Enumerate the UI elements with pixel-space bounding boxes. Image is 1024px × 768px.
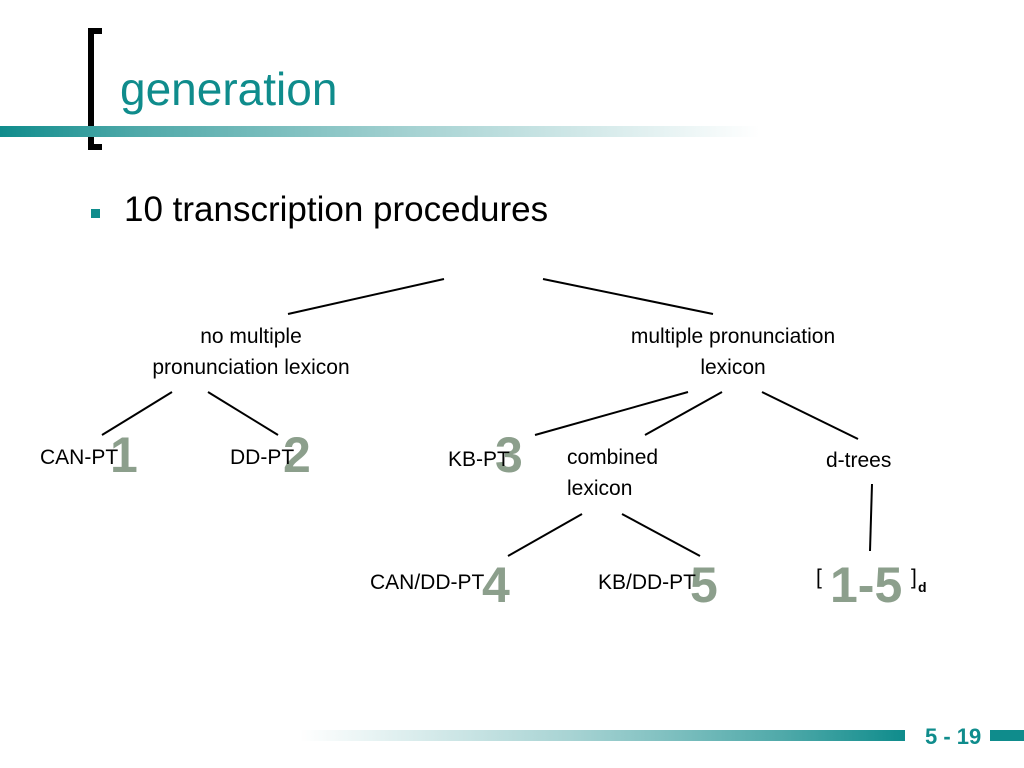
- page-number: 5 - 19: [925, 724, 982, 749]
- slide-title: generation: [120, 63, 338, 115]
- title-bracket: [88, 28, 102, 150]
- bullet-marker: [91, 209, 100, 218]
- number-1-5: 1-5: [830, 557, 903, 613]
- node-no-multiple-line2: pronunciation lexicon: [152, 356, 350, 379]
- node-d-trees: d-trees: [826, 449, 892, 472]
- range-open-bracket: [: [816, 566, 822, 589]
- number-3: 3: [495, 427, 523, 483]
- range-subscript: d: [918, 579, 927, 595]
- edge-combined-candd: [507, 513, 583, 557]
- edge-root-right: [542, 278, 714, 315]
- node-kb-pt: KB-PT: [448, 448, 510, 471]
- node-multiple-lexicon: multiple pronunciation lexicon: [607, 321, 859, 383]
- edge-multi-dtrees: [761, 391, 859, 440]
- node-multiple-line1: multiple pronunciation: [630, 325, 836, 348]
- bullet-text: 10 transcription procedures: [124, 190, 549, 229]
- title-rule: [0, 126, 760, 137]
- edge-root-left: [287, 278, 445, 315]
- node-kb-dd-pt: KB/DD-PT: [598, 571, 697, 594]
- edge-multi-combined: [644, 391, 723, 436]
- node-dd-pt: DD-PT: [230, 446, 295, 469]
- node-no-multiple-line1: no multiple: [200, 325, 302, 348]
- node-combined-lexicon: combined lexicon: [567, 442, 658, 504]
- number-5: 5: [690, 557, 718, 613]
- node-multiple-line2: lexicon: [700, 356, 766, 379]
- edge-combined-kbdd: [621, 513, 701, 557]
- number-2: 2: [283, 427, 311, 483]
- edge-multi-kbpt: [534, 391, 689, 436]
- footer-bar: [990, 730, 1024, 741]
- edge-nomulti-ddpt: [207, 391, 279, 436]
- number-1: 1: [110, 427, 138, 483]
- node-no-multiple-lexicon: no multiple pronunciation lexicon: [130, 321, 372, 383]
- number-4: 4: [482, 557, 510, 613]
- footer-rule: [300, 730, 905, 741]
- node-can-pt: CAN-PT: [40, 446, 119, 469]
- node-combined-line1: combined: [567, 446, 659, 469]
- range-close-bracket: ]: [911, 566, 917, 589]
- node-can-dd-pt: CAN/DD-PT: [370, 571, 485, 594]
- edge-dtrees-range: [869, 483, 873, 552]
- edge-nomulti-canpt: [101, 391, 173, 436]
- node-combined-line2: lexicon: [567, 477, 633, 500]
